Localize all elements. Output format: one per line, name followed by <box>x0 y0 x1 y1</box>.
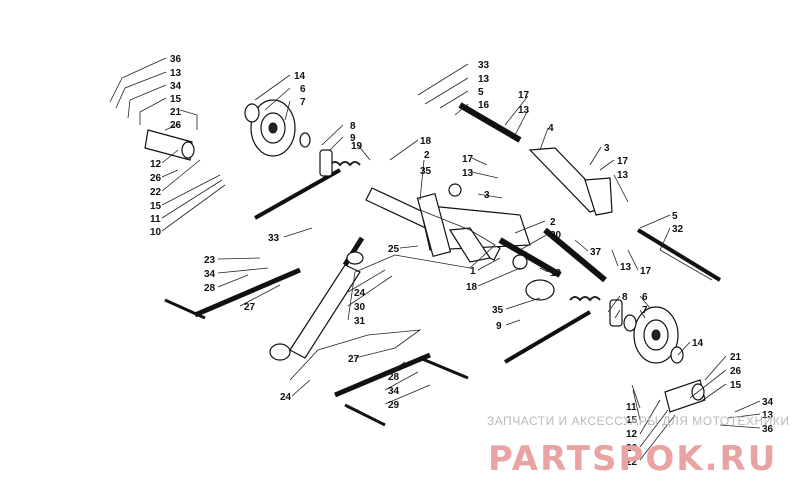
leader-lines <box>109 57 761 461</box>
callout-35: 35 <box>492 305 504 316</box>
callout-13: 13 <box>617 170 629 181</box>
callout-14: 14 <box>692 338 704 349</box>
callout-24: 24 <box>280 392 292 403</box>
callout-2: 2 <box>550 217 556 228</box>
callout-27: 27 <box>244 302 256 313</box>
callout-25: 25 <box>388 244 400 255</box>
callout-13: 13 <box>762 410 774 421</box>
callout-13: 13 <box>518 105 530 116</box>
callout-26: 26 <box>730 366 742 377</box>
callout-24: 24 <box>354 288 366 299</box>
callout-12: 12 <box>150 159 162 170</box>
callout-8: 8 <box>622 292 628 303</box>
callout-13: 13 <box>462 168 474 179</box>
callout-26: 26 <box>170 120 182 131</box>
callout-33: 33 <box>268 233 280 244</box>
callout-1: 1 <box>470 266 476 277</box>
callouts: 36 13 34 15 21 26 12 26 22 15 11 10 14 6… <box>150 54 774 468</box>
callout-15: 15 <box>626 415 638 426</box>
callout-27: 27 <box>348 354 360 365</box>
callout-5: 5 <box>478 87 484 98</box>
callout-15: 15 <box>730 380 742 391</box>
callout-19: 19 <box>550 268 562 279</box>
callout-20: 20 <box>550 230 562 241</box>
callout-13: 13 <box>170 68 182 79</box>
callout-10: 10 <box>150 227 162 238</box>
callout-26: 26 <box>150 173 162 184</box>
callout-34: 34 <box>388 386 400 397</box>
callout-18: 18 <box>420 136 432 147</box>
callout-4: 4 <box>548 123 554 134</box>
callout-7: 7 <box>300 97 306 108</box>
callout-37: 37 <box>590 247 602 258</box>
callout-19: 19 <box>351 141 363 152</box>
callout-36: 36 <box>170 54 182 65</box>
watermark-caption: ЗАПЧАСТИ И АКСЕССУАРЫ ДЛЯ МОТОТЕХНИКИ <box>487 414 789 428</box>
callout-36: 36 <box>762 424 774 435</box>
callout-28: 28 <box>204 283 216 294</box>
callout-6: 6 <box>642 292 648 303</box>
callout-3: 3 <box>484 190 490 201</box>
callout-34: 34 <box>204 269 216 280</box>
callout-13: 13 <box>478 74 490 85</box>
callout-33: 33 <box>478 60 490 71</box>
watermark: ЗАПЧАСТИ И АКСЕССУАРЫ ДЛЯ МОТОТЕХНИКИ PA… <box>487 414 789 479</box>
callout-3: 3 <box>604 143 610 154</box>
callout-17: 17 <box>518 90 530 101</box>
callout-32: 32 <box>672 224 684 235</box>
callout-11: 11 <box>150 214 161 225</box>
callout-34: 34 <box>170 81 182 92</box>
callout-26: 26 <box>626 443 638 454</box>
callout-7: 7 <box>642 305 648 316</box>
callout-15: 15 <box>150 201 162 212</box>
callout-15: 15 <box>170 94 182 105</box>
callout-8: 8 <box>350 121 356 132</box>
callout-30: 30 <box>354 302 366 313</box>
callout-31: 31 <box>354 316 366 327</box>
callout-34: 34 <box>762 397 774 408</box>
callout-13: 13 <box>620 262 632 273</box>
callout-21: 21 <box>730 352 742 363</box>
callout-17: 17 <box>462 154 474 165</box>
callout-17: 17 <box>617 156 629 167</box>
callout-2: 2 <box>424 150 430 161</box>
callout-28: 28 <box>388 372 400 383</box>
callout-35: 35 <box>420 166 432 177</box>
watermark-logo: PARTSPOK.RU <box>488 439 777 479</box>
callout-17: 17 <box>640 266 652 277</box>
callout-18: 18 <box>466 282 478 293</box>
callout-5: 5 <box>672 211 678 222</box>
callout-22: 22 <box>150 187 162 198</box>
callout-9: 9 <box>496 321 502 332</box>
callout-14: 14 <box>294 71 306 82</box>
callout-29: 29 <box>388 400 400 411</box>
callout-23: 23 <box>204 255 216 266</box>
callout-11: 11 <box>626 402 637 413</box>
parts-drawing <box>144 99 722 427</box>
callout-22: 22 <box>626 457 638 468</box>
callout-6: 6 <box>300 84 306 95</box>
callout-9: 9 <box>350 133 356 144</box>
callout-12: 12 <box>626 429 638 440</box>
callout-16: 16 <box>478 100 490 111</box>
callout-21: 21 <box>170 107 182 118</box>
